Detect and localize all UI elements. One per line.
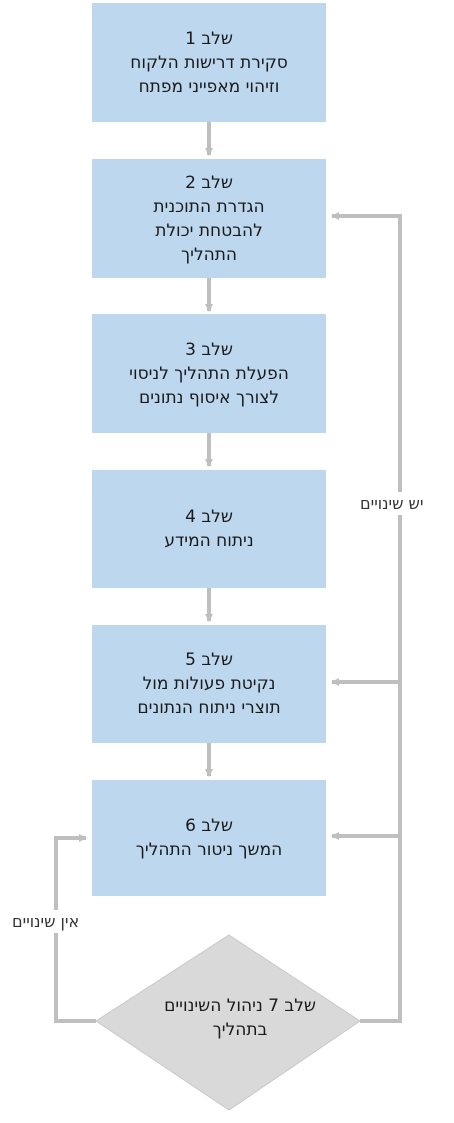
step-5-line-1: נקיטת פעולות מול xyxy=(142,674,276,694)
decision-line-1: שלב 7 ניהול השינויים xyxy=(164,996,316,1016)
step-1-box: שלב 1 סקירת דרישות הלקוח וזיהוי מאפייני … xyxy=(92,3,326,122)
step-5-box: שלב 5 נקיטת פעולות מול תוצרי ניתוח הנתונ… xyxy=(92,625,326,743)
step-2-title: שלב 2 xyxy=(185,172,233,193)
step-3-line-2: לצורך איסוף נתונים xyxy=(138,387,280,408)
step-5-line-2: תוצרי ניתוח הנתונים xyxy=(137,698,281,718)
step-2-box: שלב 2 הגדרת התוכנית להבטחת יכולת התהליך xyxy=(92,159,326,278)
step-1-line-1: סקירת דרישות הלקוח xyxy=(130,52,288,73)
step-6-line-1: המשך ניטור התהליך xyxy=(135,840,283,860)
step-3-title: שלב 3 xyxy=(185,339,233,360)
step-5-title: שלב 5 xyxy=(185,650,233,670)
step-1-line-2: וזיהוי מאפייני מפתח xyxy=(138,76,280,97)
decision-diamond xyxy=(95,934,361,1111)
step-2-line-2: להבטחת יכולת xyxy=(155,220,263,241)
step-6-box: שלב 6 המשך ניטור התהליך xyxy=(92,780,326,896)
decision-label: שלב 7 ניהול השינויים בתהליך xyxy=(120,994,360,1042)
no-changes-label: אין שינויים xyxy=(10,910,82,933)
step-3-line-1: הפעלת התהליך לניסוי xyxy=(129,363,289,384)
step-2-line-3: התהליך xyxy=(181,244,237,265)
loop-yes-changes-line xyxy=(331,212,402,1023)
decision-line-2: בתהליך xyxy=(212,1020,268,1040)
step-6-title: שלב 6 xyxy=(185,816,233,836)
step-3-box: שלב 3 הפעלת התהליך לניסוי לצורך איסוף נת… xyxy=(92,314,326,433)
step-4-box: שלב 4 ניתוח המידע xyxy=(92,470,326,588)
step-1-title: שלב 1 xyxy=(185,28,233,49)
yes-changes-label: יש שינויים xyxy=(358,492,426,515)
step-4-title: שלב 4 xyxy=(185,507,233,527)
step-2-line-1: הגדרת התוכנית xyxy=(153,196,265,217)
step-4-line-1: ניתוח המידע xyxy=(164,531,254,551)
